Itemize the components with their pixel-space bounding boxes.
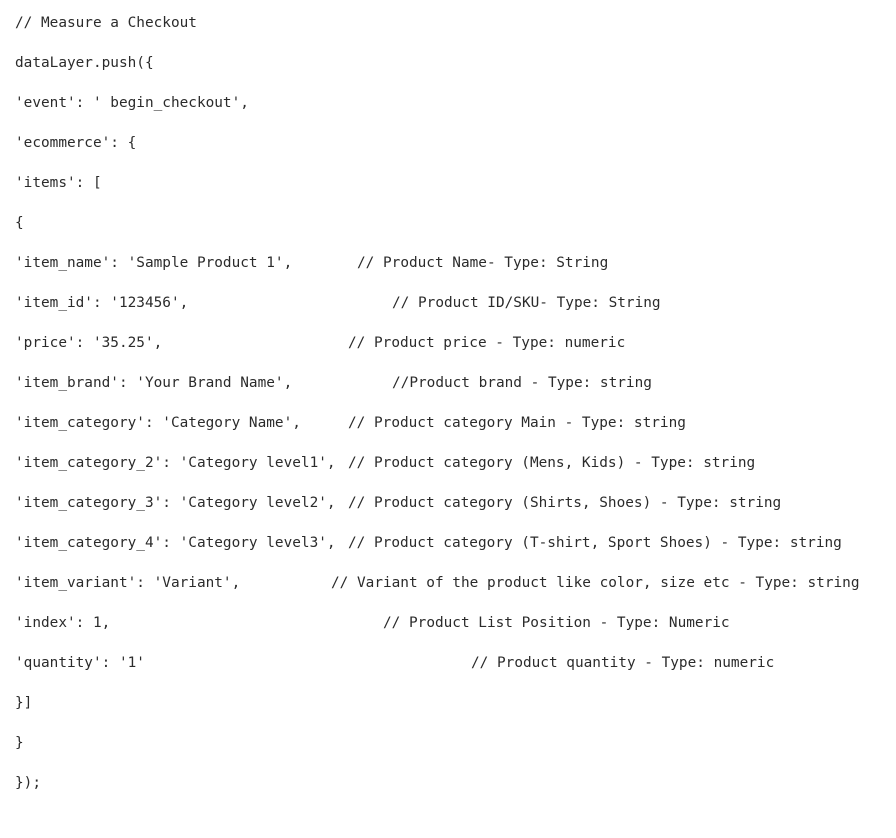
code-text: { (15, 215, 24, 231)
code-text: 'ecommerce': { (15, 135, 137, 151)
code-line-3: 'event': ' begin_checkout', (15, 92, 896, 132)
code-text: 'item_category': 'Category Name', (15, 415, 301, 431)
code-line-17: 'quantity': '1' // Product quantity - Ty… (15, 652, 896, 692)
code-line-18: }] (15, 692, 896, 732)
code-text: 'item_brand': 'Your Brand Name', (15, 375, 293, 391)
code-text: 'item_category_2': 'Category level1', (15, 455, 336, 471)
code-comment: // Product category (Shirts, Shoes) - Ty… (348, 495, 782, 511)
code-text: 'item_variant': 'Variant', (15, 575, 241, 591)
code-line-7: 'item_name': 'Sample Product 1', // Prod… (15, 252, 896, 292)
code-line-14: 'item_category_4': 'Category level3', //… (15, 532, 896, 572)
code-line-9: 'price': '35.25', // Product price - Typ… (15, 332, 896, 372)
code-comment: // Product category (T-shirt, Sport Shoe… (348, 535, 842, 551)
code-text: 'price': '35.25', (15, 335, 163, 351)
code-text: 'item_name': 'Sample Product 1', (15, 255, 293, 271)
code-line-16: 'index': 1, // Product List Position - T… (15, 612, 896, 652)
page: { "lines": [ {"code": "// Measure a Chec… (15, 15, 860, 791)
code-comment: // Product quantity - Type: numeric (471, 655, 775, 671)
code-text: dataLayer.push({ (15, 55, 154, 71)
code-line-20: }); (15, 772, 896, 812)
code-text: }] (15, 695, 33, 711)
code-line-4: 'ecommerce': { (15, 132, 896, 172)
code-text: 'item_category_3': 'Category level2', (15, 495, 336, 511)
code-line-10: 'item_brand': 'Your Brand Name', //Produ… (15, 372, 896, 412)
code-comment: //Product brand - Type: string (392, 375, 652, 391)
code-line-2: dataLayer.push({ (15, 52, 896, 92)
code-text: 'event': ' begin_checkout', (15, 95, 249, 111)
code-line-8: 'item_id': '123456', // Product ID/SKU- … (15, 292, 896, 332)
code-line-13: 'item_category_3': 'Category level2', //… (15, 492, 896, 532)
code-line-12: 'item_category_2': 'Category level1', //… (15, 452, 896, 492)
code-comment: // Product category Main - Type: string (348, 415, 686, 431)
code-line-15: 'item_variant': 'Variant', // Variant of… (15, 572, 896, 612)
code-line-6: { (15, 212, 896, 252)
code-line-19: } (15, 732, 896, 772)
code-text: 'quantity': '1' (15, 655, 145, 671)
code-text: } (15, 735, 24, 751)
code-comment: // Product category (Mens, Kids) - Type:… (348, 455, 756, 471)
code-comment: // Product List Position - Type: Numeric (383, 615, 730, 631)
code-block: // Measure a Checkout dataLayer.push({ '… (15, 12, 896, 812)
code-comment: // Product price - Type: numeric (348, 335, 626, 351)
code-comment: // Variant of the product like color, si… (331, 575, 860, 591)
code-text: // Measure a Checkout (15, 15, 197, 31)
code-text: 'item_category_4': 'Category level3', (15, 535, 336, 551)
code-comment: // Product Name- Type: String (357, 255, 609, 271)
code-text: }); (15, 775, 41, 791)
code-line-1: // Measure a Checkout (15, 12, 896, 52)
code-line-5: 'items': [ (15, 172, 896, 212)
code-line-11: 'item_category': 'Category Name', // Pro… (15, 412, 896, 452)
code-comment: // Product ID/SKU- Type: String (392, 295, 661, 311)
code-text: 'index': 1, (15, 615, 111, 631)
code-text: 'item_id': '123456', (15, 295, 189, 311)
code-text: 'items': [ (15, 175, 102, 191)
